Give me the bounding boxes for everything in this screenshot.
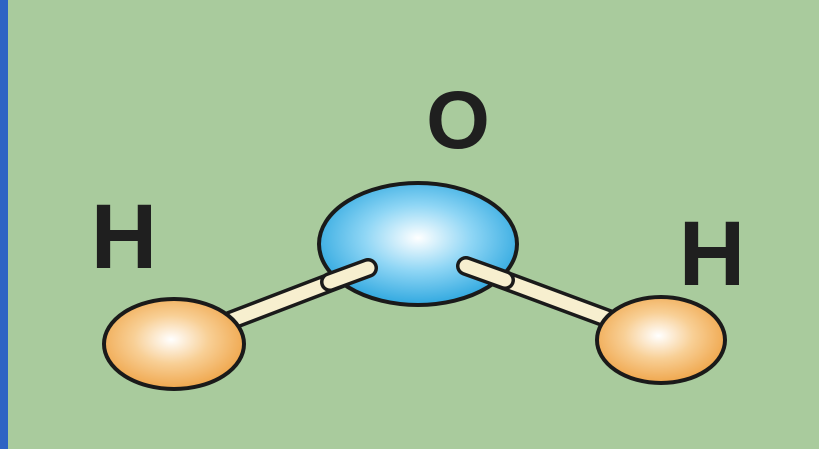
hydrogen-right-label: H <box>679 203 745 305</box>
oxygen-atom <box>317 181 519 307</box>
bond-right-inner <box>456 256 515 290</box>
hydrogen-atom-right <box>595 295 727 385</box>
oxygen-label: O <box>426 75 490 166</box>
hydrogen-left-label: H <box>91 186 157 288</box>
bond-left-inner <box>320 258 378 292</box>
hydrogen-atom-left <box>102 297 246 391</box>
